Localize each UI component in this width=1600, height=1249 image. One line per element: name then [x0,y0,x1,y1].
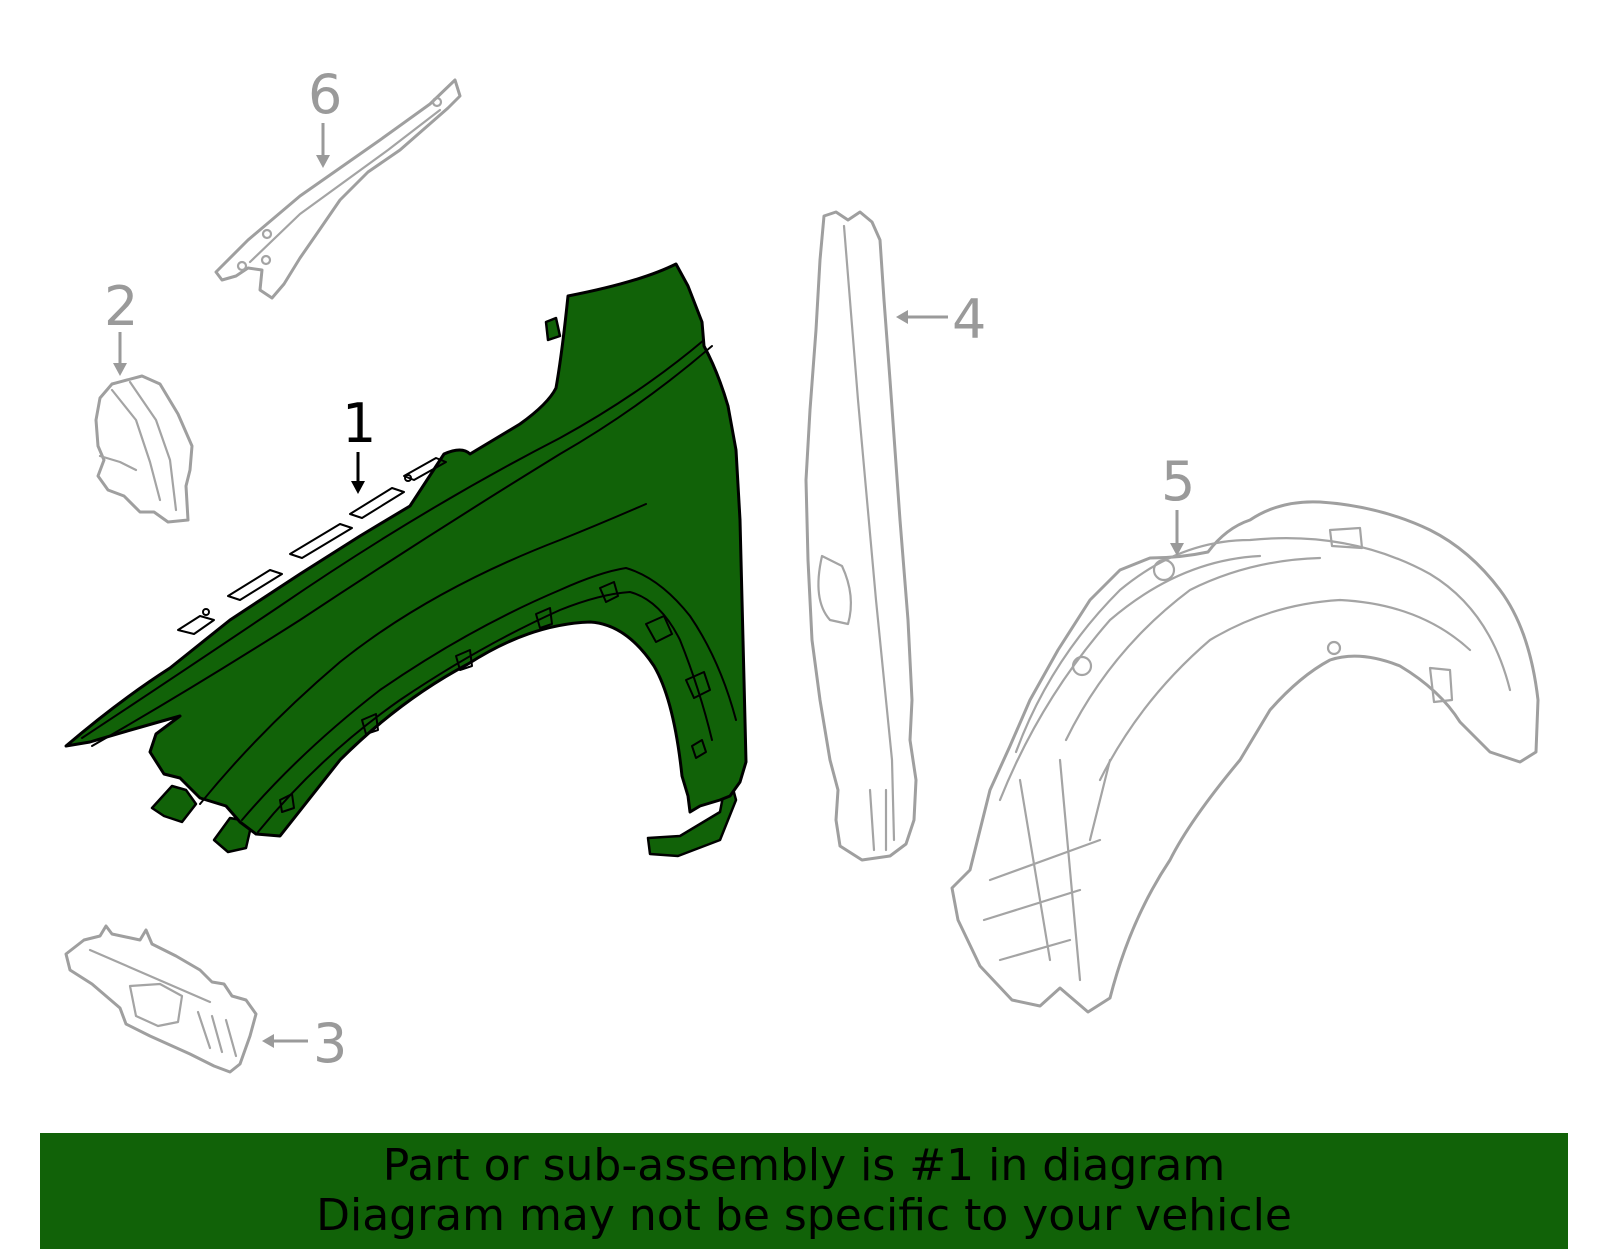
callout-5: 5 [1161,450,1195,513]
callout-2: 2 [104,275,138,338]
info-banner: Part or sub-assembly is #1 in diagram Di… [40,1133,1568,1249]
part-3-arrowhead [262,1034,274,1048]
callout-1: 1 [342,392,376,455]
callout-3: 3 [313,1012,347,1075]
callout-4: 4 [952,288,986,351]
part-3-bumper-bracket-icon[interactable] [64,924,258,1074]
part-4-arrowhead [896,310,908,324]
part-6-arrowhead [316,155,330,168]
part-1-arrowhead [351,481,365,494]
part-6-support-rail-icon[interactable] [214,78,462,300]
part-2-bracket-icon[interactable] [94,374,194,524]
part-5-wheel-liner-icon[interactable] [950,500,1540,1014]
callout-6: 6 [308,63,342,126]
banner-line-1: Part or sub-assembly is #1 in diagram [382,1140,1226,1191]
part-5-arrowhead [1170,543,1184,556]
part-2-arrowhead [113,363,127,376]
banner-line-2: Diagram may not be specific to your vehi… [316,1190,1292,1241]
part-4-seal-strip-icon[interactable] [804,210,918,862]
part-1-fender-panel-icon[interactable] [64,262,748,858]
